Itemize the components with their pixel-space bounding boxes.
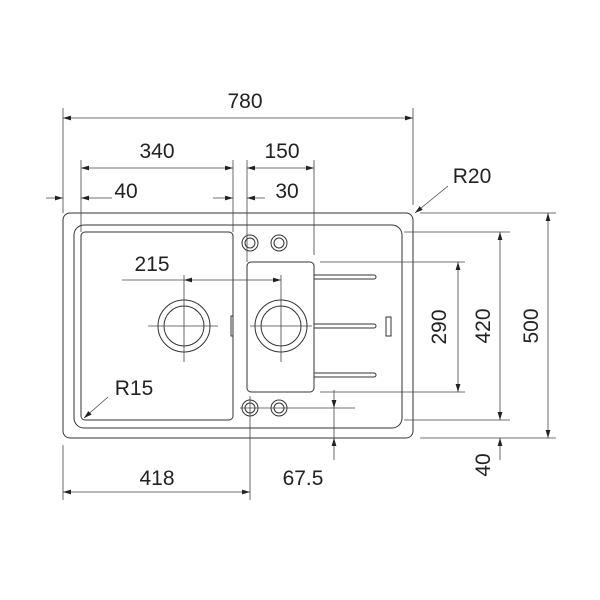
dim-drain-spacing: 215 [134,253,169,276]
drain-right [250,275,312,362]
dim-small-bowl-width: 150 [264,140,299,163]
dim-corner-radius-outer: R20 [453,165,492,188]
dimension-lines [46,115,551,495]
small-bowl [246,261,315,393]
sink-outline [62,212,414,439]
extension-lines [62,108,556,500]
dim-small-bowl-height: 290 [428,309,451,344]
dim-tap-offset: 67.5 [283,467,324,490]
dim-left-to-tap: 418 [139,467,174,490]
dim-corner-radius-bowl: R15 [115,377,154,400]
dim-bowl-gap: 30 [275,180,298,203]
drainer-ribs [314,274,392,378]
dim-left-offset: 40 [114,180,137,203]
dim-overall-height: 500 [520,308,543,343]
dim-overall-width: 780 [227,90,262,113]
dim-bowl-width: 340 [139,140,174,163]
dim-bowl-height: 420 [472,308,495,343]
drain-left [148,275,218,362]
dim-bottom-offset: 40 [472,453,495,476]
